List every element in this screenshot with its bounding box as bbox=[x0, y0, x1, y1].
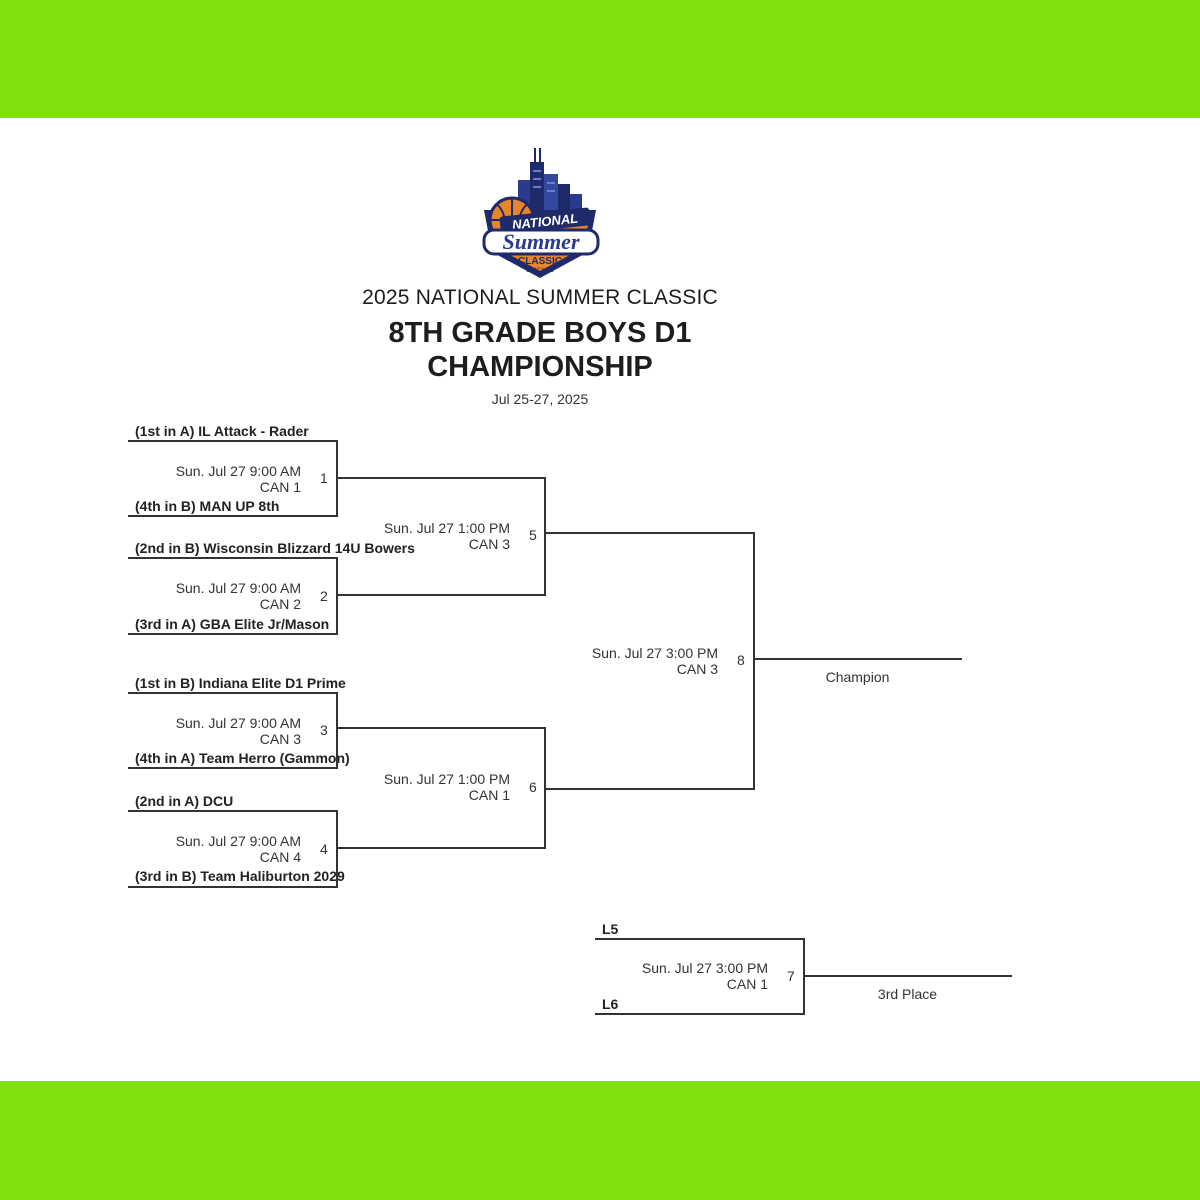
game-5-number: 5 bbox=[529, 527, 537, 543]
game-7-number: 7 bbox=[787, 968, 795, 984]
bracket-line bbox=[336, 847, 546, 849]
bracket-line bbox=[753, 532, 755, 790]
bracket-line bbox=[544, 477, 546, 596]
game-2-time: Sun. Jul 27 9:00 AM bbox=[175, 580, 301, 596]
bracket-line bbox=[128, 557, 338, 559]
bracket-line bbox=[128, 633, 338, 635]
game-6-info: Sun. Jul 27 1:00 PM CAN 1 bbox=[340, 771, 510, 803]
team-slot-6: (4th in A) Team Herro (Gammon) bbox=[135, 750, 350, 766]
champion-label: Champion bbox=[825, 669, 890, 685]
game-2-court: CAN 2 bbox=[259, 596, 301, 612]
game-7-court: CAN 1 bbox=[726, 976, 768, 992]
game-6-time: Sun. Jul 27 1:00 PM bbox=[383, 771, 510, 787]
game-3-time: Sun. Jul 27 9:00 AM bbox=[175, 715, 301, 731]
division-title-line2: CHAMPIONSHIP bbox=[427, 351, 653, 383]
top-banner bbox=[0, 0, 1200, 118]
bracket-line bbox=[336, 810, 338, 888]
bracket-line bbox=[128, 692, 338, 694]
team-slot-l5: L5 bbox=[602, 921, 619, 937]
game-5-info: Sun. Jul 27 1:00 PM CAN 3 bbox=[340, 520, 510, 552]
game-6-court: CAN 1 bbox=[468, 787, 510, 803]
team-slot-5: (1st in B) Indiana Elite D1 Prime bbox=[135, 675, 346, 691]
third-place-label: 3rd Place bbox=[877, 986, 938, 1002]
event-dates: Jul 25-27, 2025 bbox=[491, 391, 589, 407]
game-1-time: Sun. Jul 27 9:00 AM bbox=[175, 463, 301, 479]
bracket-line bbox=[336, 557, 338, 635]
event-title: 2025 NATIONAL SUMMER CLASSIC bbox=[362, 286, 718, 309]
bracket-line bbox=[336, 692, 338, 769]
game-3-number: 3 bbox=[320, 722, 328, 738]
game-2-info: Sun. Jul 27 9:00 AM CAN 2 bbox=[130, 580, 301, 612]
team-slot-l6: L6 bbox=[602, 996, 619, 1012]
game-4-number: 4 bbox=[320, 841, 328, 857]
bracket-line bbox=[544, 532, 755, 534]
game-4-court: CAN 4 bbox=[259, 849, 301, 865]
game-8-court: CAN 3 bbox=[676, 661, 718, 677]
bracket-line bbox=[128, 767, 338, 769]
team-slot-7: (2nd in A) DCU bbox=[135, 793, 234, 809]
logo-line2: Summer bbox=[502, 229, 579, 254]
event-logo: NATIONAL Summer CLASSIC CHICAGO bbox=[470, 140, 610, 285]
division-title-line1: 8TH GRADE BOYS D1 bbox=[388, 317, 692, 349]
bracket-line bbox=[544, 788, 755, 790]
game-3-court: CAN 3 bbox=[259, 731, 301, 747]
game-2-number: 2 bbox=[320, 588, 328, 604]
game-3-info: Sun. Jul 27 9:00 AM CAN 3 bbox=[130, 715, 301, 747]
team-slot-4: (3rd in A) GBA Elite Jr/Mason bbox=[135, 616, 330, 632]
game-7-time: Sun. Jul 27 3:00 PM bbox=[641, 960, 768, 976]
game-7-info: Sun. Jul 27 3:00 PM CAN 1 bbox=[598, 960, 768, 992]
bracket-line bbox=[128, 440, 338, 442]
bracket-line bbox=[128, 810, 338, 812]
game-5-court: CAN 3 bbox=[468, 536, 510, 552]
bracket-line bbox=[336, 477, 546, 479]
bracket-line bbox=[595, 1013, 805, 1015]
game-1-court: CAN 1 bbox=[259, 479, 301, 495]
game-5-time: Sun. Jul 27 1:00 PM bbox=[383, 520, 510, 536]
game-8-info: Sun. Jul 27 3:00 PM CAN 3 bbox=[548, 645, 718, 677]
team-slot-3: (2nd in B) Wisconsin Blizzard 14U Bowers bbox=[135, 540, 415, 556]
game-8-time: Sun. Jul 27 3:00 PM bbox=[591, 645, 718, 661]
game-6-number: 6 bbox=[529, 779, 537, 795]
game-8-number: 8 bbox=[737, 652, 745, 668]
bracket-line bbox=[128, 515, 338, 517]
bracket-line bbox=[336, 727, 546, 729]
team-slot-1: (1st in A) IL Attack - Rader bbox=[135, 423, 309, 439]
division-title: 8TH GRADE BOYS D1 CHAMPIONSHIP bbox=[300, 316, 780, 384]
game-1-number: 1 bbox=[320, 470, 328, 486]
bracket-line bbox=[753, 658, 962, 660]
team-slot-2: (4th in B) MAN UP 8th bbox=[135, 498, 280, 514]
game-4-info: Sun. Jul 27 9:00 AM CAN 4 bbox=[130, 833, 301, 865]
logo-line3: CLASSIC bbox=[518, 256, 562, 267]
logo-line1: NATIONAL bbox=[511, 211, 578, 233]
game-1-info: Sun. Jul 27 9:00 AM CAN 1 bbox=[130, 463, 301, 495]
bracket-line bbox=[336, 594, 546, 596]
bracket-line bbox=[595, 938, 805, 940]
game-4-time: Sun. Jul 27 9:00 AM bbox=[175, 833, 301, 849]
bottom-banner bbox=[0, 1081, 1200, 1200]
bracket-line bbox=[128, 886, 338, 888]
logo-line4: CHICAGO bbox=[526, 268, 554, 274]
team-slot-8: (3rd in B) Team Haliburton 2029 bbox=[135, 868, 345, 884]
bracket-line bbox=[803, 975, 1012, 977]
